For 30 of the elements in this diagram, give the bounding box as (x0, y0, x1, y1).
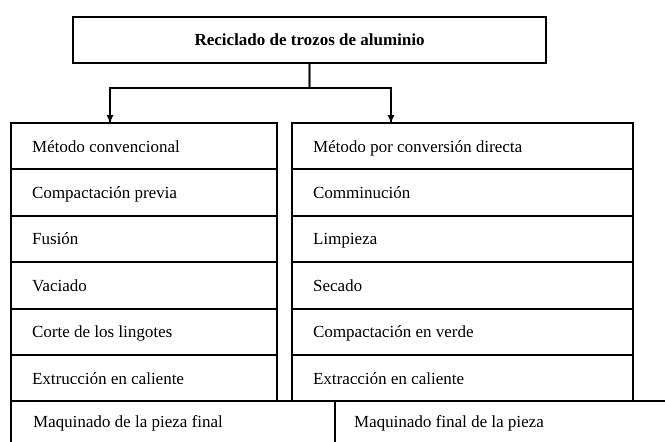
step-box (10, 261, 278, 310)
title-box (72, 16, 547, 64)
step-box (10, 308, 278, 356)
step-label: Compactación previa (32, 182, 177, 204)
step-label: Maquinado de la pieza final (33, 411, 223, 433)
step-box (10, 214, 278, 264)
step-box (291, 122, 634, 170)
step-label: Compactación en verde (313, 321, 474, 342)
step-label: Extracción en caliente (313, 368, 464, 389)
step-label: Extrucción en caliente (32, 368, 184, 389)
step-box (10, 354, 278, 402)
step-label: Reciclado de trozos de aluminio (194, 29, 425, 51)
step-box (10, 400, 336, 442)
step-label: Método convencional (32, 136, 180, 157)
step-box (291, 214, 634, 264)
step-label: Corte de los lingotes (32, 321, 172, 342)
step-box (291, 308, 634, 356)
step-box (291, 168, 634, 217)
step-label: Secado (313, 274, 362, 296)
arrow (308, 64, 394, 122)
step-label: Vaciado (32, 274, 87, 296)
step-label: Maquinado final de la pieza (354, 411, 544, 433)
step-box (10, 168, 278, 217)
step-box (291, 261, 634, 310)
step-box (10, 122, 278, 170)
step-label: Limpieza (313, 228, 378, 250)
step-label: Fusión (32, 228, 78, 250)
step-label: Método por conversión directa (313, 136, 522, 157)
step-label: Comminución (313, 182, 410, 204)
step-box (291, 354, 634, 402)
